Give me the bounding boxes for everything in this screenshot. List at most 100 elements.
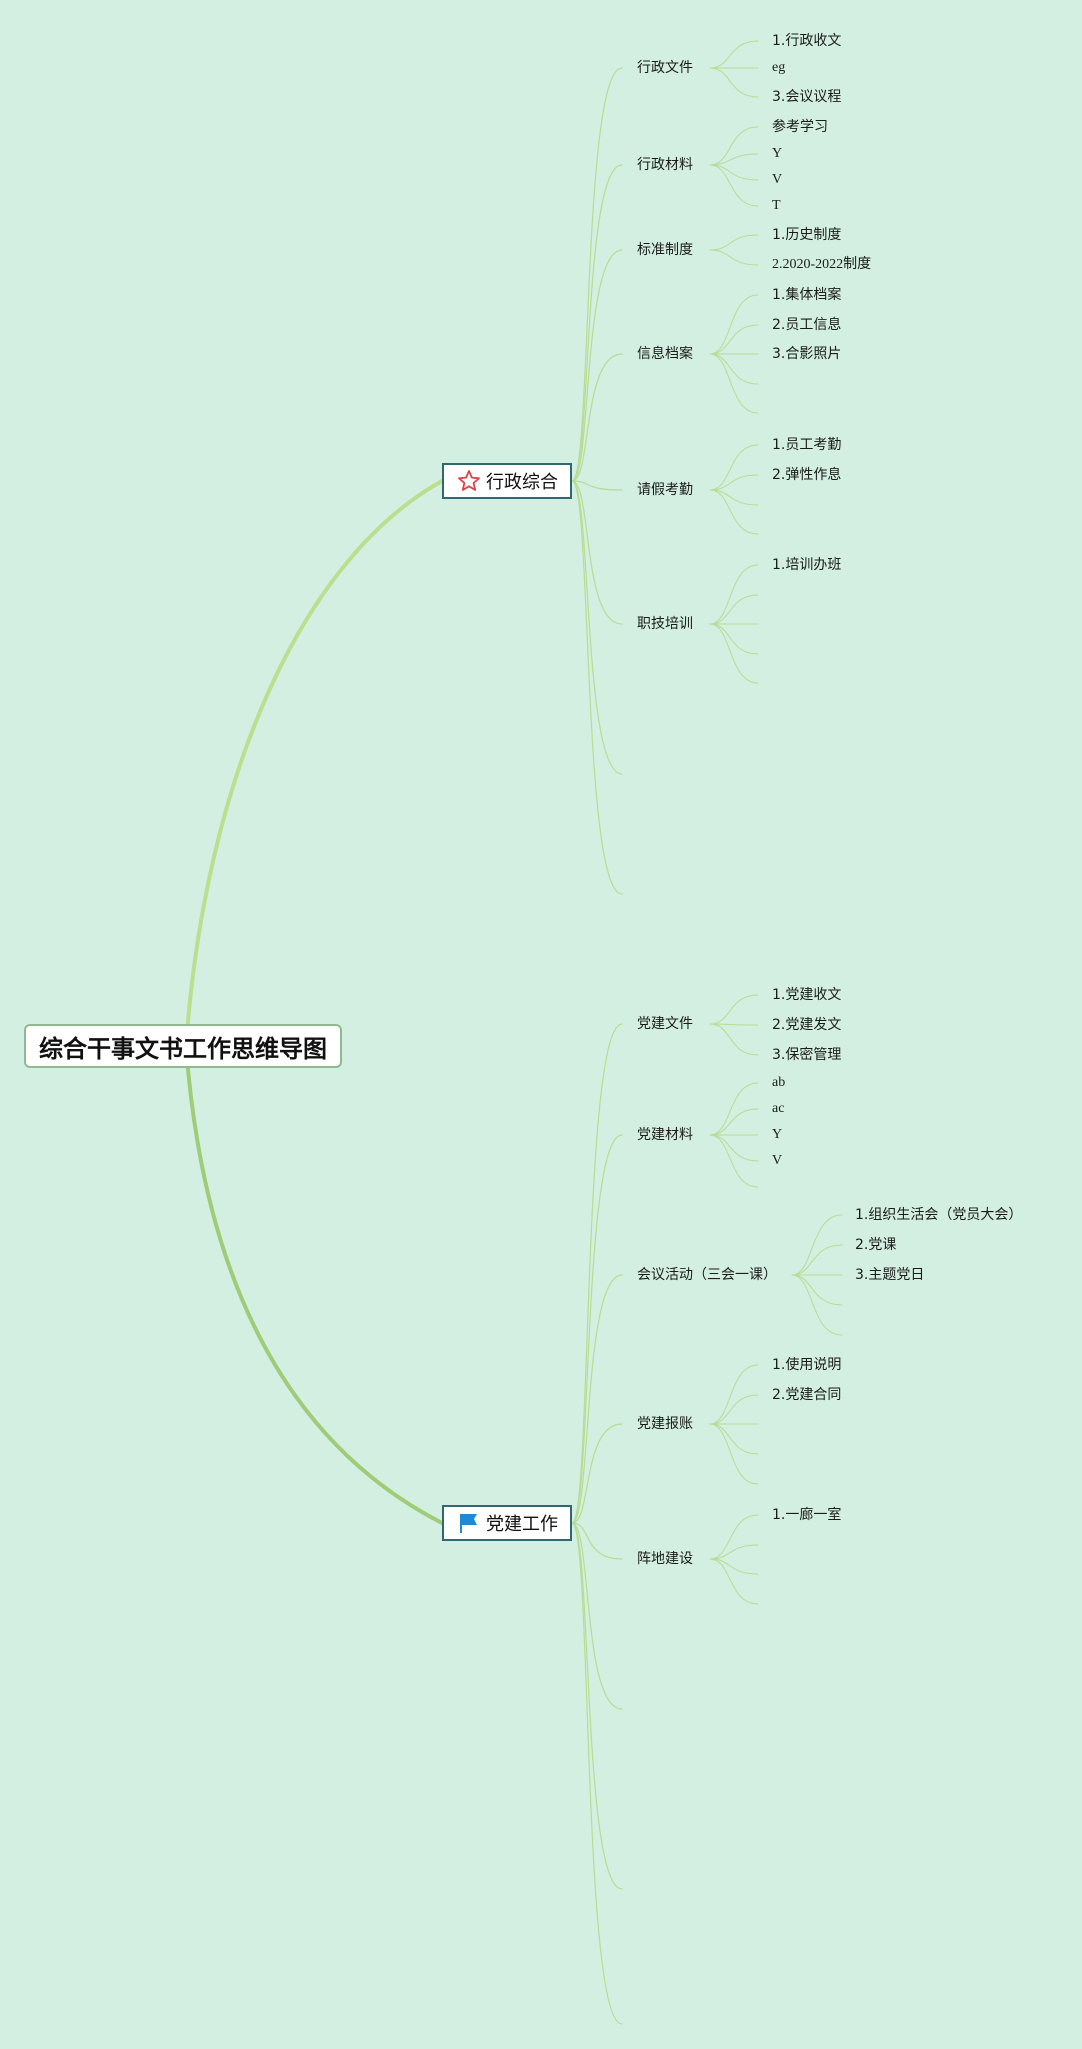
leaf-connector [709, 353, 759, 414]
leaf-connector [709, 1023, 759, 1056]
leaf-label[interactable]: 2.员工信息 [772, 317, 842, 333]
subtopic-label[interactable]: 行政文件 [637, 60, 693, 76]
branch-connector [571, 67, 623, 482]
leaf-label[interactable]: T [772, 198, 781, 213]
leaf-connector [709, 1423, 759, 1485]
leaf-label[interactable]: 2.弹性作息 [772, 467, 842, 483]
leaf-connector [709, 353, 759, 385]
leaf-connector [709, 126, 759, 166]
leaf-connector [709, 1134, 759, 1162]
leaf-connector [709, 623, 759, 655]
leaf-label[interactable]: 1.培训办班 [772, 557, 842, 573]
leaf-label[interactable]: ac [772, 1101, 785, 1116]
leaf-label[interactable]: 3.保密管理 [772, 1047, 842, 1063]
leaf-connector [709, 623, 759, 684]
branch-connector [571, 1522, 623, 1890]
leaf-connector [709, 994, 759, 1025]
leaf-label[interactable]: eg [772, 60, 786, 75]
branch-connector [571, 1522, 623, 1710]
branch-connector [571, 1522, 623, 1560]
leaf-label[interactable]: 2.2020-2022制度 [772, 257, 872, 272]
branch-connector [571, 480, 623, 775]
leaf-connector [709, 1544, 759, 1560]
leaf-label[interactable]: 2.党建发文 [772, 1017, 842, 1033]
leaf-connector [709, 249, 759, 266]
leaf-connector [709, 594, 759, 625]
subtopic-label[interactable]: 党建报账 [637, 1416, 693, 1432]
leaf-label[interactable]: 1.党建收文 [772, 987, 842, 1003]
leaf-connector [709, 1364, 759, 1425]
branch-connector [571, 249, 623, 482]
subtopic-label[interactable]: 行政材料 [637, 157, 693, 173]
leaf-label[interactable]: 1.历史制度 [772, 227, 842, 243]
leaf-connector [709, 1423, 759, 1455]
leaf-connector [709, 1514, 759, 1560]
branch-connector [571, 480, 623, 491]
flag-icon [456, 1510, 482, 1536]
leaf-label[interactable]: Y [772, 1127, 783, 1142]
leaf-connector [709, 1134, 759, 1188]
leaf-connector [709, 489, 759, 535]
subtopic-label[interactable]: 职技培训 [637, 616, 693, 632]
leaf-connector [791, 1274, 843, 1306]
root-topic[interactable]: 综合干事文书工作思维导图 [24, 1024, 342, 1068]
leaf-connector [709, 164, 759, 181]
leaf-label[interactable]: 1.组织生活会（党员大会） [855, 1207, 1023, 1223]
branch-connector [571, 1423, 623, 1524]
leaf-connector [791, 1274, 843, 1336]
leaf-connector [791, 1214, 843, 1276]
branch-party-building[interactable]: 党建工作 [442, 1505, 572, 1541]
leaf-label[interactable]: 1.集体档案 [772, 287, 842, 303]
leaf-label[interactable]: 参考学习 [772, 119, 828, 135]
branch-connector [571, 480, 623, 895]
subtopic-label[interactable]: 请假考勤 [637, 482, 693, 498]
leaf-connector [709, 1023, 759, 1026]
subtopic-label[interactable]: 党建文件 [637, 1016, 693, 1032]
leaf-connector [709, 489, 759, 506]
subtopic-label[interactable]: 标准制度 [637, 242, 693, 258]
leaf-label[interactable]: 3.会议议程 [772, 89, 842, 105]
star-icon [456, 468, 482, 494]
leaf-label[interactable]: 1.使用说明 [772, 1357, 842, 1373]
leaf-label[interactable]: V [772, 1153, 783, 1168]
subtopic-label[interactable]: 党建材料 [637, 1127, 693, 1143]
subtopic-label[interactable]: 阵地建设 [637, 1551, 693, 1567]
branch-label: 党建工作 [486, 1514, 558, 1535]
leaf-connector [709, 294, 759, 355]
leaf-connector [709, 153, 759, 166]
leaf-connector [709, 1394, 759, 1425]
branch-connector [571, 1274, 623, 1524]
branch-label: 行政综合 [486, 472, 558, 493]
leaf-label[interactable]: 1.行政收文 [772, 33, 842, 49]
trunk-line-upper [184, 479, 444, 1048]
leaf-connector [709, 40, 759, 69]
leaf-connector [709, 474, 759, 491]
leaf-label[interactable]: 3.主题党日 [855, 1267, 925, 1283]
subtopic-label[interactable]: 会议活动（三会一课） [637, 1267, 777, 1283]
leaf-connector [709, 164, 759, 207]
subtopic-label[interactable]: 信息档案 [637, 346, 693, 362]
branch-administration[interactable]: 行政综合 [442, 463, 572, 499]
leaf-connector [709, 324, 759, 355]
leaf-label[interactable]: 1.员工考勤 [772, 437, 842, 453]
leaf-connector [709, 564, 759, 625]
leaf-connector [709, 1082, 759, 1136]
leaf-label[interactable]: 2.党建合同 [772, 1387, 842, 1403]
branch-connector [571, 1023, 623, 1524]
trunk-line-lower [184, 1044, 444, 1525]
leaf-label[interactable]: 3.合影照片 [772, 346, 842, 362]
leaf-label[interactable]: ab [772, 1075, 786, 1090]
branch-connector [571, 353, 623, 482]
leaf-connector [709, 234, 759, 251]
leaf-connector [709, 67, 759, 98]
branch-connector [571, 480, 623, 625]
leaf-label[interactable]: V [772, 172, 783, 187]
leaf-label[interactable]: 1.一廊一室 [772, 1507, 842, 1523]
branch-connector [571, 1522, 623, 2025]
leaf-connector [709, 1558, 759, 1575]
branch-connector [571, 1134, 623, 1524]
leaf-connector [709, 444, 759, 491]
leaf-label[interactable]: 2.党课 [855, 1237, 897, 1253]
leaf-label[interactable]: Y [772, 146, 783, 161]
